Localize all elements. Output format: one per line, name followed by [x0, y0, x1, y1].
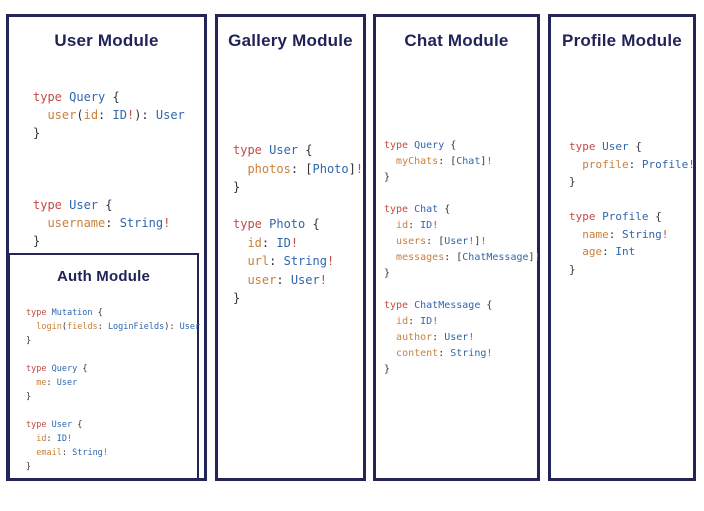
code-line: } [33, 126, 41, 140]
code-line: myChats: [Chat]! [396, 156, 493, 167]
module-title-user: User Module [54, 31, 159, 50]
code-line [233, 197, 363, 216]
code-line: content: String! [396, 348, 493, 359]
code-line [26, 348, 200, 362]
code-line [384, 282, 541, 298]
code-line [569, 191, 695, 209]
code-line: type Query { [26, 364, 88, 374]
code-block-auth: type Mutation { login(fields: LoginField… [26, 306, 200, 474]
code-line: type Query { [33, 90, 120, 104]
code-line: type Query { [384, 140, 457, 151]
code-line: type ChatMessage { [384, 300, 493, 311]
code-block-profile: type User { profile: Profile!} type Prof… [569, 138, 695, 278]
code-line: type Profile { [569, 210, 662, 223]
code-line: user(id: ID!): User [47, 108, 185, 122]
code-line: type User { [569, 140, 642, 153]
code-line: id: ID! [36, 434, 73, 444]
code-line: type Photo { [233, 217, 320, 231]
module-title-chat: Chat Module [404, 31, 509, 50]
code-line: } [233, 291, 241, 305]
code-line: } [26, 392, 32, 402]
module-box-auth: Auth Module type Mutation { login(fields… [8, 253, 200, 480]
code-line [26, 404, 200, 418]
code-line: type User { [233, 143, 313, 157]
code-block-chat: type Query { myChats: [Chat]!} type Chat… [384, 138, 541, 378]
code-line [384, 186, 541, 202]
module-box-chat: Chat Module type Query { myChats: [Chat]… [373, 14, 541, 481]
code-line: me: User [36, 378, 78, 388]
code-line [33, 178, 185, 196]
code-block-gallery: type User { photos: [Photo]!} type Photo… [233, 141, 363, 308]
code-line: } [569, 175, 576, 188]
code-line: age: Int [582, 245, 636, 258]
code-line: } [26, 336, 32, 346]
module-title-gallery: Gallery Module [228, 31, 353, 50]
code-line: } [26, 462, 32, 472]
code-line: } [384, 172, 391, 183]
code-line: url: String! [247, 254, 335, 268]
module-title-auth: Auth Module [56, 268, 150, 285]
code-line: } [33, 234, 41, 248]
code-line: type Mutation { [26, 308, 103, 318]
code-line: profile: Profile! [582, 157, 695, 171]
module-title-profile: Profile Module [562, 31, 682, 50]
code-line: username: String! [47, 216, 171, 230]
code-line: messages: [ChatMessage]! [396, 252, 541, 263]
code-line: users: [User!]! [396, 236, 487, 247]
code-line: author: User! [396, 332, 475, 343]
code-line: name: String! [582, 227, 669, 241]
code-line: email: String! [36, 448, 108, 458]
code-line: type Chat { [384, 204, 451, 215]
code-line: login(fields: LoginFields): User [36, 322, 201, 332]
module-box-gallery: Gallery Module type User { photos: [Phot… [215, 14, 366, 481]
code-line: } [384, 364, 391, 375]
code-line: } [233, 180, 241, 194]
code-line: photos: [Photo]! [247, 161, 364, 176]
code-line: id: ID! [396, 220, 439, 231]
code-line: id: ID! [247, 235, 299, 250]
code-line: id: ID! [396, 316, 439, 327]
code-line: type User { [26, 420, 83, 430]
code-line [33, 142, 185, 160]
code-line [33, 160, 185, 178]
module-box-profile: Profile Module type User { profile: Prof… [548, 14, 696, 481]
code-line: } [569, 262, 576, 276]
code-block-user: type Query { user(id: ID!): User} type U… [33, 88, 185, 250]
code-line: user: User! [247, 272, 327, 287]
code-line: } [384, 268, 391, 279]
code-line: type User { [33, 198, 113, 212]
